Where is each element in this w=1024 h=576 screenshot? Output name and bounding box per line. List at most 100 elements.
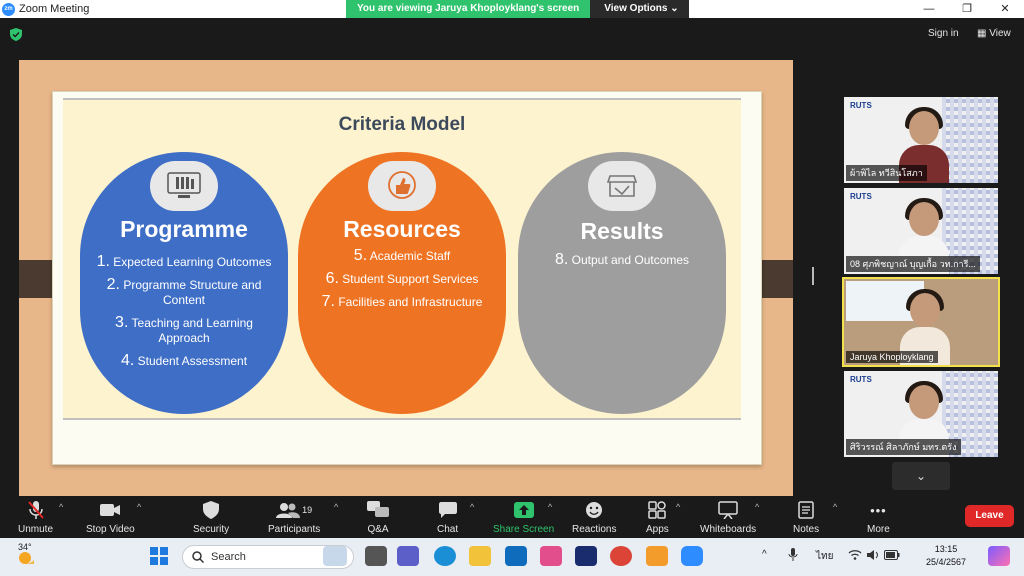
weather-sun-icon[interactable]	[16, 548, 36, 566]
battery-icon[interactable]	[884, 550, 900, 560]
encryption-shield-icon[interactable]	[10, 28, 22, 41]
participant-name: 08 ศุภพิชญาณ์ บุญเกื้อ วท.การี...	[846, 256, 980, 272]
window-title: Zoom Meeting	[19, 3, 90, 15]
participant-name: ผ้าพิไล ทวีสินโสภา	[846, 165, 927, 181]
minimize-button[interactable]: —	[923, 3, 935, 15]
programme-column: Programme 1. Expected Learning Outcomes …	[80, 152, 288, 414]
unmute-button[interactable]: Unmute	[18, 499, 53, 535]
gallery-scroll-down-button[interactable]: ⌄	[892, 462, 950, 490]
view-options-button[interactable]: View Options ⌄	[590, 0, 689, 18]
participant-avatar	[900, 287, 950, 365]
notes-icon	[798, 501, 814, 519]
grid-view-icon: ▦	[977, 28, 987, 39]
thumbs-up-icon	[368, 161, 436, 211]
ruts-logo: RUTS	[850, 375, 872, 384]
list-item: 3. Teaching and Learning Approach	[115, 314, 253, 346]
apps-icon	[648, 501, 667, 519]
whiteboards-button[interactable]: Whiteboards	[700, 499, 756, 535]
close-window-button[interactable]: ✕	[1000, 3, 1010, 15]
mail-app-icon[interactable]	[505, 546, 527, 566]
chrome-browser-icon[interactable]	[610, 546, 632, 566]
sign-in-link[interactable]: Sign in	[928, 28, 959, 39]
maximize-button[interactable]: ❐	[962, 3, 972, 15]
zoom-app-icon: zm	[2, 2, 15, 16]
notes-options-caret[interactable]: ^	[833, 502, 838, 512]
muted-microphone-icon	[27, 501, 44, 519]
chevron-down-icon: ⌄	[670, 3, 679, 14]
copilot-icon[interactable]	[988, 546, 1010, 566]
chat-options-caret[interactable]: ^	[470, 502, 475, 512]
books-icon	[150, 161, 218, 211]
weather-temperature[interactable]: 34°	[18, 542, 32, 552]
speaker-icon[interactable]	[866, 549, 880, 561]
shared-screen: Criteria Model Programme 1. Expected Lea…	[19, 60, 793, 496]
screen-share-banner: You are viewing Jaruya Khoployklang's sc…	[346, 0, 689, 18]
top-meeting-bar	[0, 18, 1024, 52]
clock-time: 13:15	[934, 544, 958, 554]
edge-browser-icon[interactable]	[434, 546, 456, 566]
chevron-down-icon: ⌄	[915, 469, 927, 483]
participants-count: 19	[302, 505, 313, 515]
more-button[interactable]: ••• More	[867, 499, 890, 536]
results-items: 8. Output and Outcomes	[518, 252, 726, 275]
presentation-slide: Criteria Model Programme 1. Expected Lea…	[52, 91, 762, 465]
teams-app-icon[interactable]	[397, 546, 419, 566]
file-explorer-icon[interactable]	[469, 546, 491, 566]
tray-overflow-caret[interactable]: ^	[762, 549, 767, 560]
slide-content: Criteria Model Programme 1. Expected Lea…	[63, 98, 741, 420]
security-button[interactable]: Security	[193, 499, 229, 535]
results-column: Results 8. Output and Outcomes	[518, 152, 726, 414]
ruts-logo: RUTS	[850, 192, 872, 201]
video-options-caret[interactable]: ^	[137, 502, 142, 512]
resources-items: 5. Academic Staff 6. Student Support Ser…	[298, 248, 506, 317]
apps-options-caret[interactable]: ^	[676, 502, 681, 512]
chat-button[interactable]: Chat	[437, 499, 458, 535]
search-icon	[192, 551, 204, 563]
windows-start-icon[interactable]	[150, 547, 168, 565]
l-app-icon[interactable]	[575, 546, 597, 566]
list-item: 8. Output and Outcomes	[554, 251, 690, 268]
participants-button[interactable]: 19 Participants	[268, 499, 320, 535]
notes-button[interactable]: Notes	[793, 499, 819, 535]
whiteboards-options-caret[interactable]: ^	[755, 502, 760, 512]
audio-options-caret[interactable]: ^	[59, 502, 64, 512]
share-options-caret[interactable]: ^	[548, 502, 553, 512]
list-item: 1. Expected Learning Outcomes	[96, 253, 272, 270]
apps-button[interactable]: Apps	[646, 499, 669, 535]
meeting-toolbar: Unmute ^ Stop Video ^ Security 19 Partic…	[0, 496, 1024, 538]
share-screen-icon	[513, 502, 534, 518]
share-banner-message: You are viewing Jaruya Khoployklang's sc…	[346, 0, 591, 18]
more-dots-icon: •••	[870, 502, 887, 518]
participant-video-tile-active[interactable]: Jaruya Khoployklang	[842, 277, 1000, 367]
taskbar-clock[interactable]: 13:15 25/4/2567	[926, 543, 966, 569]
snipping-tool-icon[interactable]	[540, 546, 562, 566]
microphone-tray-icon[interactable]	[788, 548, 798, 562]
participants-options-caret[interactable]: ^	[334, 502, 339, 512]
reactions-button[interactable]: Reactions	[572, 499, 616, 535]
programme-heading: Programme	[120, 216, 248, 242]
leave-button[interactable]: Leave	[965, 505, 1014, 527]
panel-resize-handle[interactable]	[812, 267, 814, 285]
participants-icon	[276, 503, 301, 518]
search-placeholder: Search	[211, 551, 246, 563]
smiley-icon	[586, 502, 603, 518]
participant-video-tile[interactable]: RUTS 08 ศุภพิชญาณ์ บุญเกื้อ วท.การี...	[844, 188, 998, 274]
participant-avatar	[899, 105, 949, 183]
wifi-icon[interactable]	[848, 549, 862, 561]
view-label: View	[989, 28, 1011, 39]
input-language-indicator[interactable]: ไทย	[816, 551, 834, 562]
resources-column: Resources 5. Academic Staff 6. Student S…	[298, 152, 506, 414]
view-button[interactable]: ▦ View	[977, 28, 1011, 39]
share-screen-button[interactable]: Share Screen	[493, 499, 554, 535]
resources-heading: Resources	[343, 216, 461, 242]
shield-icon	[203, 501, 220, 519]
view-options-label: View Options	[604, 3, 668, 14]
notes-app-icon[interactable]	[646, 546, 668, 566]
participant-video-tile[interactable]: RUTS ศิริวรรณ์ ศิลาภักษ์ มทร.ตรัง	[844, 371, 998, 457]
qa-button[interactable]: Q&A	[367, 499, 389, 535]
whiteboard-icon	[718, 501, 738, 519]
zoom-taskbar-icon[interactable]	[681, 546, 703, 566]
stop-video-button[interactable]: Stop Video	[86, 499, 135, 535]
participant-video-tile[interactable]: RUTS ผ้าพิไล ทวีสินโสภา	[844, 97, 998, 183]
task-view-icon[interactable]	[365, 546, 387, 566]
